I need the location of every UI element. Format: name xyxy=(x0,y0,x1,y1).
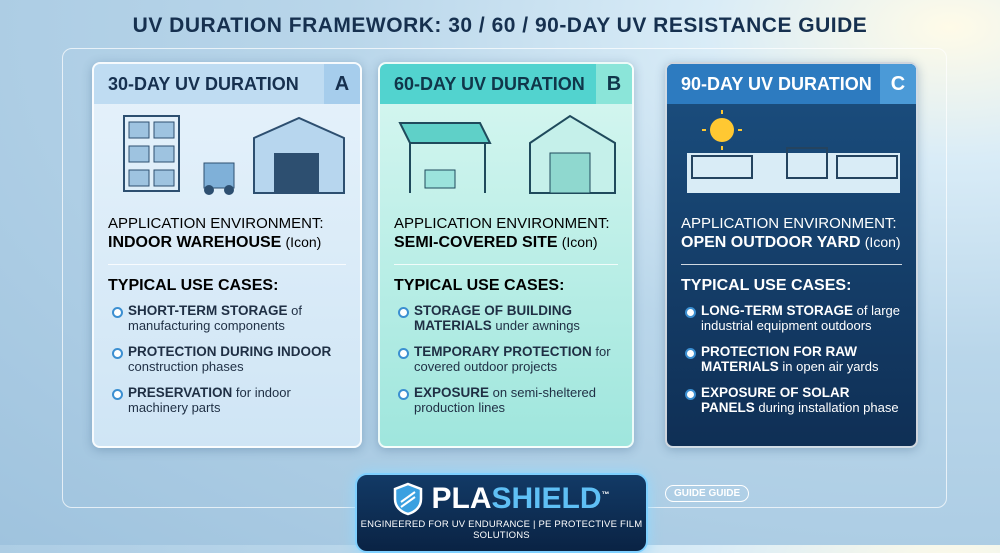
brand-name-part1: PLA xyxy=(431,482,492,515)
use-case-list: SHORT-TERM STORAGE of manufacturing comp… xyxy=(94,303,360,415)
env-suffix: (Icon) xyxy=(285,234,322,250)
use-case-title: PROTECTION DURING INDOOR xyxy=(128,344,332,359)
page-title: UV DURATION FRAMEWORK: 30 / 60 / 90-DAY … xyxy=(132,14,868,37)
use-case-detail: in open air yards xyxy=(782,359,879,374)
divider xyxy=(681,264,902,265)
use-case-detail: of large industrial equipment outdoors xyxy=(701,303,901,333)
card-header: 30-DAY UV DURATION A xyxy=(94,64,360,104)
application-environment: APPLICATION ENVIRONMENT: OPEN OUTDOOR YAR… xyxy=(667,204,916,252)
list-item: STORAGE OF BUILDING MATERIALS under awni… xyxy=(398,303,618,333)
trademark: ™ xyxy=(601,490,610,499)
use-case-title: PROTECTION FOR RAW MATERIALS xyxy=(701,344,857,374)
list-item: TEMPORARY PROTECTION for covered outdoor… xyxy=(398,344,618,374)
uv-card-90-day: 90-DAY UV DURATION C APPLICATION ENVIRONM… xyxy=(665,62,918,448)
guide-pill: GUIDE GUIDE xyxy=(665,485,750,502)
use-case-title: EXPOSURE xyxy=(414,385,490,400)
env-suffix: (Icon) xyxy=(561,234,598,250)
use-cases-heading: TYPICAL USE CASES: xyxy=(394,277,565,294)
brand-logo-panel: PLASHIELD™ ENGINEERED FOR UV ENDURANCE |… xyxy=(355,473,648,553)
list-item: SHORT-TERM STORAGE of manufacturing comp… xyxy=(112,303,346,333)
list-item: LONG-TERM STORAGE of large industrial eq… xyxy=(685,303,902,333)
brand-tagline: ENGINEERED FOR UV ENDURANCE | PE PROTECT… xyxy=(360,519,643,541)
card-title: 60-DAY UV DURATION xyxy=(394,73,585,94)
environment-illustration xyxy=(104,108,350,200)
environment-illustration xyxy=(677,108,906,200)
use-case-detail: under awnings xyxy=(495,318,580,333)
list-item: EXPOSURE OF SOLAR PANELS during installa… xyxy=(685,385,902,415)
environment-illustration xyxy=(390,108,622,200)
use-case-detail: construction phases xyxy=(128,359,244,374)
use-case-title: PRESERVATION xyxy=(128,385,233,400)
use-case-title: TEMPORARY PROTECTION xyxy=(414,344,592,359)
env-value: OPEN OUTDOOR YARD xyxy=(681,234,861,251)
use-case-title: SHORT-TERM STORAGE xyxy=(128,303,288,318)
list-item: PROTECTION DURING INDOOR construction ph… xyxy=(112,344,346,374)
env-label: APPLICATION ENVIRONMENT: xyxy=(108,215,324,232)
brand-logo: PLASHIELD™ xyxy=(357,482,646,516)
card-title: 90-DAY UV DURATION xyxy=(681,73,872,94)
brand-name-part2: SHIELD xyxy=(491,482,602,515)
card-letter-badge: A xyxy=(324,64,360,104)
use-case-detail: for indoor machinery parts xyxy=(128,385,291,415)
use-case-detail: for covered outdoor projects xyxy=(414,344,611,374)
use-case-title: STORAGE OF BUILDING MATERIALS xyxy=(414,303,573,333)
uv-card-60-day: 60-DAY UV DURATION B APPLICATION ENVIRONM… xyxy=(378,62,634,448)
env-label: APPLICATION ENVIRONMENT: xyxy=(394,215,610,232)
application-environment: APPLICATION ENVIRONMENT: INDOOR WAREHOUSE… xyxy=(94,204,360,252)
card-title: 30-DAY UV DURATION xyxy=(108,73,299,94)
use-case-list: STORAGE OF BUILDING MATERIALS under awni… xyxy=(380,303,632,415)
list-item: PROTECTION FOR RAW MATERIALS in open air… xyxy=(685,344,902,374)
use-cases-heading: TYPICAL USE CASES: xyxy=(681,277,852,294)
use-cases-heading: TYPICAL USE CASES: xyxy=(108,277,279,294)
card-letter-badge: B xyxy=(596,64,632,104)
card-header: 90-DAY UV DURATION C xyxy=(667,64,916,104)
application-environment: APPLICATION ENVIRONMENT: SEMI-COVERED SIT… xyxy=(380,204,632,252)
use-case-detail: on semi-sheltered production lines xyxy=(414,385,596,415)
env-suffix: (Icon) xyxy=(864,234,901,250)
divider xyxy=(108,264,346,265)
use-case-detail: of manufacturing components xyxy=(128,303,302,333)
env-label: APPLICATION ENVIRONMENT: xyxy=(681,215,897,232)
list-item: EXPOSURE on semi-sheltered production li… xyxy=(398,385,618,415)
shield-icon xyxy=(394,482,423,516)
divider xyxy=(394,264,618,265)
env-value: SEMI-COVERED SITE xyxy=(394,234,558,251)
card-header: 60-DAY UV DURATION B xyxy=(380,64,632,104)
uv-card-30-day: 30-DAY UV DURATION A APPLICATION ENVIRONM… xyxy=(92,62,362,448)
card-letter-badge: C xyxy=(880,64,916,104)
use-case-list: LONG-TERM STORAGE of large industrial eq… xyxy=(667,303,916,415)
use-case-detail: during installation phase xyxy=(758,400,899,415)
list-item: PRESERVATION for indoor machinery parts xyxy=(112,385,346,415)
use-case-title: EXPOSURE OF SOLAR PANELS xyxy=(701,385,850,415)
use-case-title: LONG-TERM STORAGE xyxy=(701,303,854,318)
env-value: INDOOR WAREHOUSE xyxy=(108,234,282,251)
